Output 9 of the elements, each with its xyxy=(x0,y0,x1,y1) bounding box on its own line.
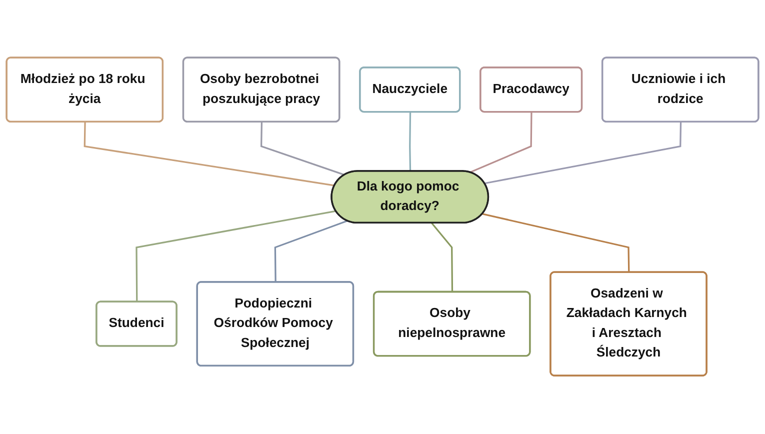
connector xyxy=(482,214,630,273)
connector xyxy=(274,220,348,283)
connector xyxy=(409,112,412,172)
connector xyxy=(260,122,345,176)
connector xyxy=(136,210,336,302)
connector xyxy=(470,112,532,174)
connector xyxy=(431,223,454,293)
connector xyxy=(484,122,682,185)
connector xyxy=(84,122,335,187)
